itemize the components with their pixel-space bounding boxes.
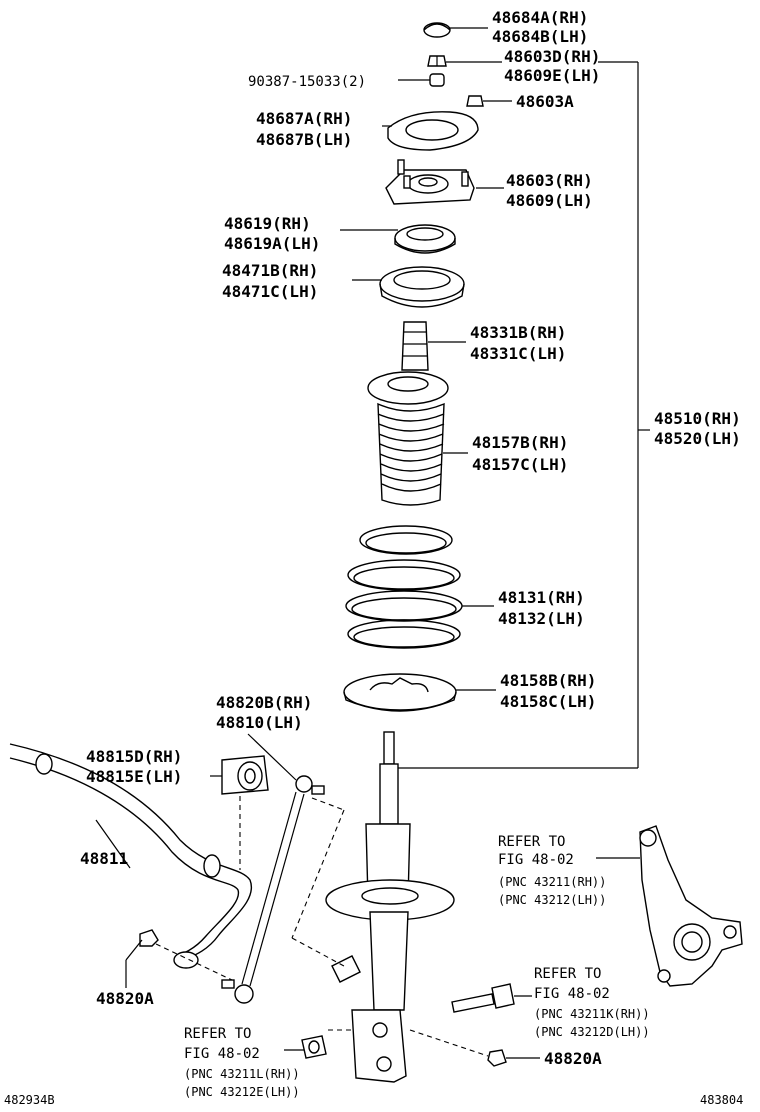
nut-bottom-left-part [301,1035,327,1059]
corner-code-left: 482934B [4,1093,55,1107]
support-48603-part [385,159,475,205]
coil-spring-48131-part [345,525,463,649]
label-48609-lh: 48609(LH) [506,191,593,210]
ref-bolt-line1: REFER TO [534,966,601,982]
label-48471c-lh: 48471C(LH) [222,282,318,301]
label-48471b-rh: 48471B(RH) [222,261,318,280]
label-48603-rh: 48603(RH) [506,171,593,190]
label-48687b-lh: 48687B(LH) [256,130,352,149]
plate-48687-part [387,111,479,151]
label-48158b-rh: 48158B(RH) [500,671,596,690]
label-48820a-bottom: 48820A [544,1049,602,1068]
cap-48684-part [423,22,451,38]
label-48520-lh: 48520(LH) [654,429,741,448]
label-48158c-lh: 48158C(LH) [500,692,596,711]
ref-bolt-line2: FIG 48-02 [534,986,610,1002]
bearing-48619-part [394,224,456,254]
ref-knuckle-pnc-rh: (PNC 43211(RH)) [498,875,606,889]
bolt-part [451,983,515,1013]
ref-nut-line1: REFER TO [184,1026,251,1042]
bushing-48815-part [221,755,269,795]
label-48331b-rh: 48331B(RH) [470,323,566,342]
ref-bolt-pnc-rh: (PNC 43211K(RH)) [534,1007,650,1021]
label-48331c-lh: 48331C(LH) [470,344,566,363]
label-90387: 90387-15033(2) [248,74,366,90]
label-48157b-rh: 48157B(RH) [472,433,568,452]
label-48810-lh: 48810(LH) [216,713,303,732]
label-48815e-lh: 48815E(LH) [86,767,182,786]
label-48684-rh: 48684A(RH) [492,8,588,27]
nut-48820a-left-part [139,929,159,947]
stabilizer-bar-48811-part [9,743,253,969]
nut-48603a-part [466,95,484,107]
label-48157c-lh: 48157C(LH) [472,455,568,474]
label-48815d-rh: 48815D(RH) [86,747,182,766]
label-48820a-left: 48820A [96,989,154,1008]
nut-48603d-part [427,55,447,67]
label-48132-lh: 48132(LH) [498,609,585,628]
bumper-48331-part [401,321,429,371]
label-48619-rh: 48619(RH) [224,214,311,233]
label-48603d-rh: 48603D(RH) [504,47,600,66]
stabilizer-link-48820b-part [221,775,325,1004]
label-48603a: 48603A [516,92,574,111]
ref-knuckle-pnc-lh: (PNC 43212(LH)) [498,893,606,907]
label-48619a-lh: 48619A(LH) [224,234,320,253]
ref-bolt-pnc-lh: (PNC 43212D(LH)) [534,1025,650,1039]
strut-48510-part [325,731,455,1083]
label-48820b-rh: 48820B(RH) [216,693,312,712]
label-48510-rh: 48510(RH) [654,409,741,428]
ref-nut-line2: FIG 48-02 [184,1046,260,1062]
collar-90387-part [429,73,445,87]
ref-nut-pnc-lh: (PNC 43212E(LH)) [184,1085,300,1099]
ref-knuckle-line2: FIG 48-02 [498,852,574,868]
spring-seat-48471-part [379,266,465,308]
dashed-assembly-lines [155,796,489,1057]
insulator-48158-part [343,673,457,712]
nut-48820a-bottom-part [487,1049,507,1067]
corner-code-right: 483804 [700,1093,743,1107]
knuckle-part [639,825,743,987]
label-48811: 48811 [80,849,128,868]
label-48687a-rh: 48687A(RH) [256,109,352,128]
ref-knuckle-line1: REFER TO [498,834,565,850]
leader-lines [95,27,650,1059]
label-48609e-lh: 48609E(LH) [504,66,600,85]
label-48131-rh: 48131(RH) [498,588,585,607]
label-48684-lh: 48684B(LH) [492,27,588,46]
boot-48157-part [367,371,449,506]
ref-nut-pnc-rh: (PNC 43211L(RH)) [184,1067,300,1081]
